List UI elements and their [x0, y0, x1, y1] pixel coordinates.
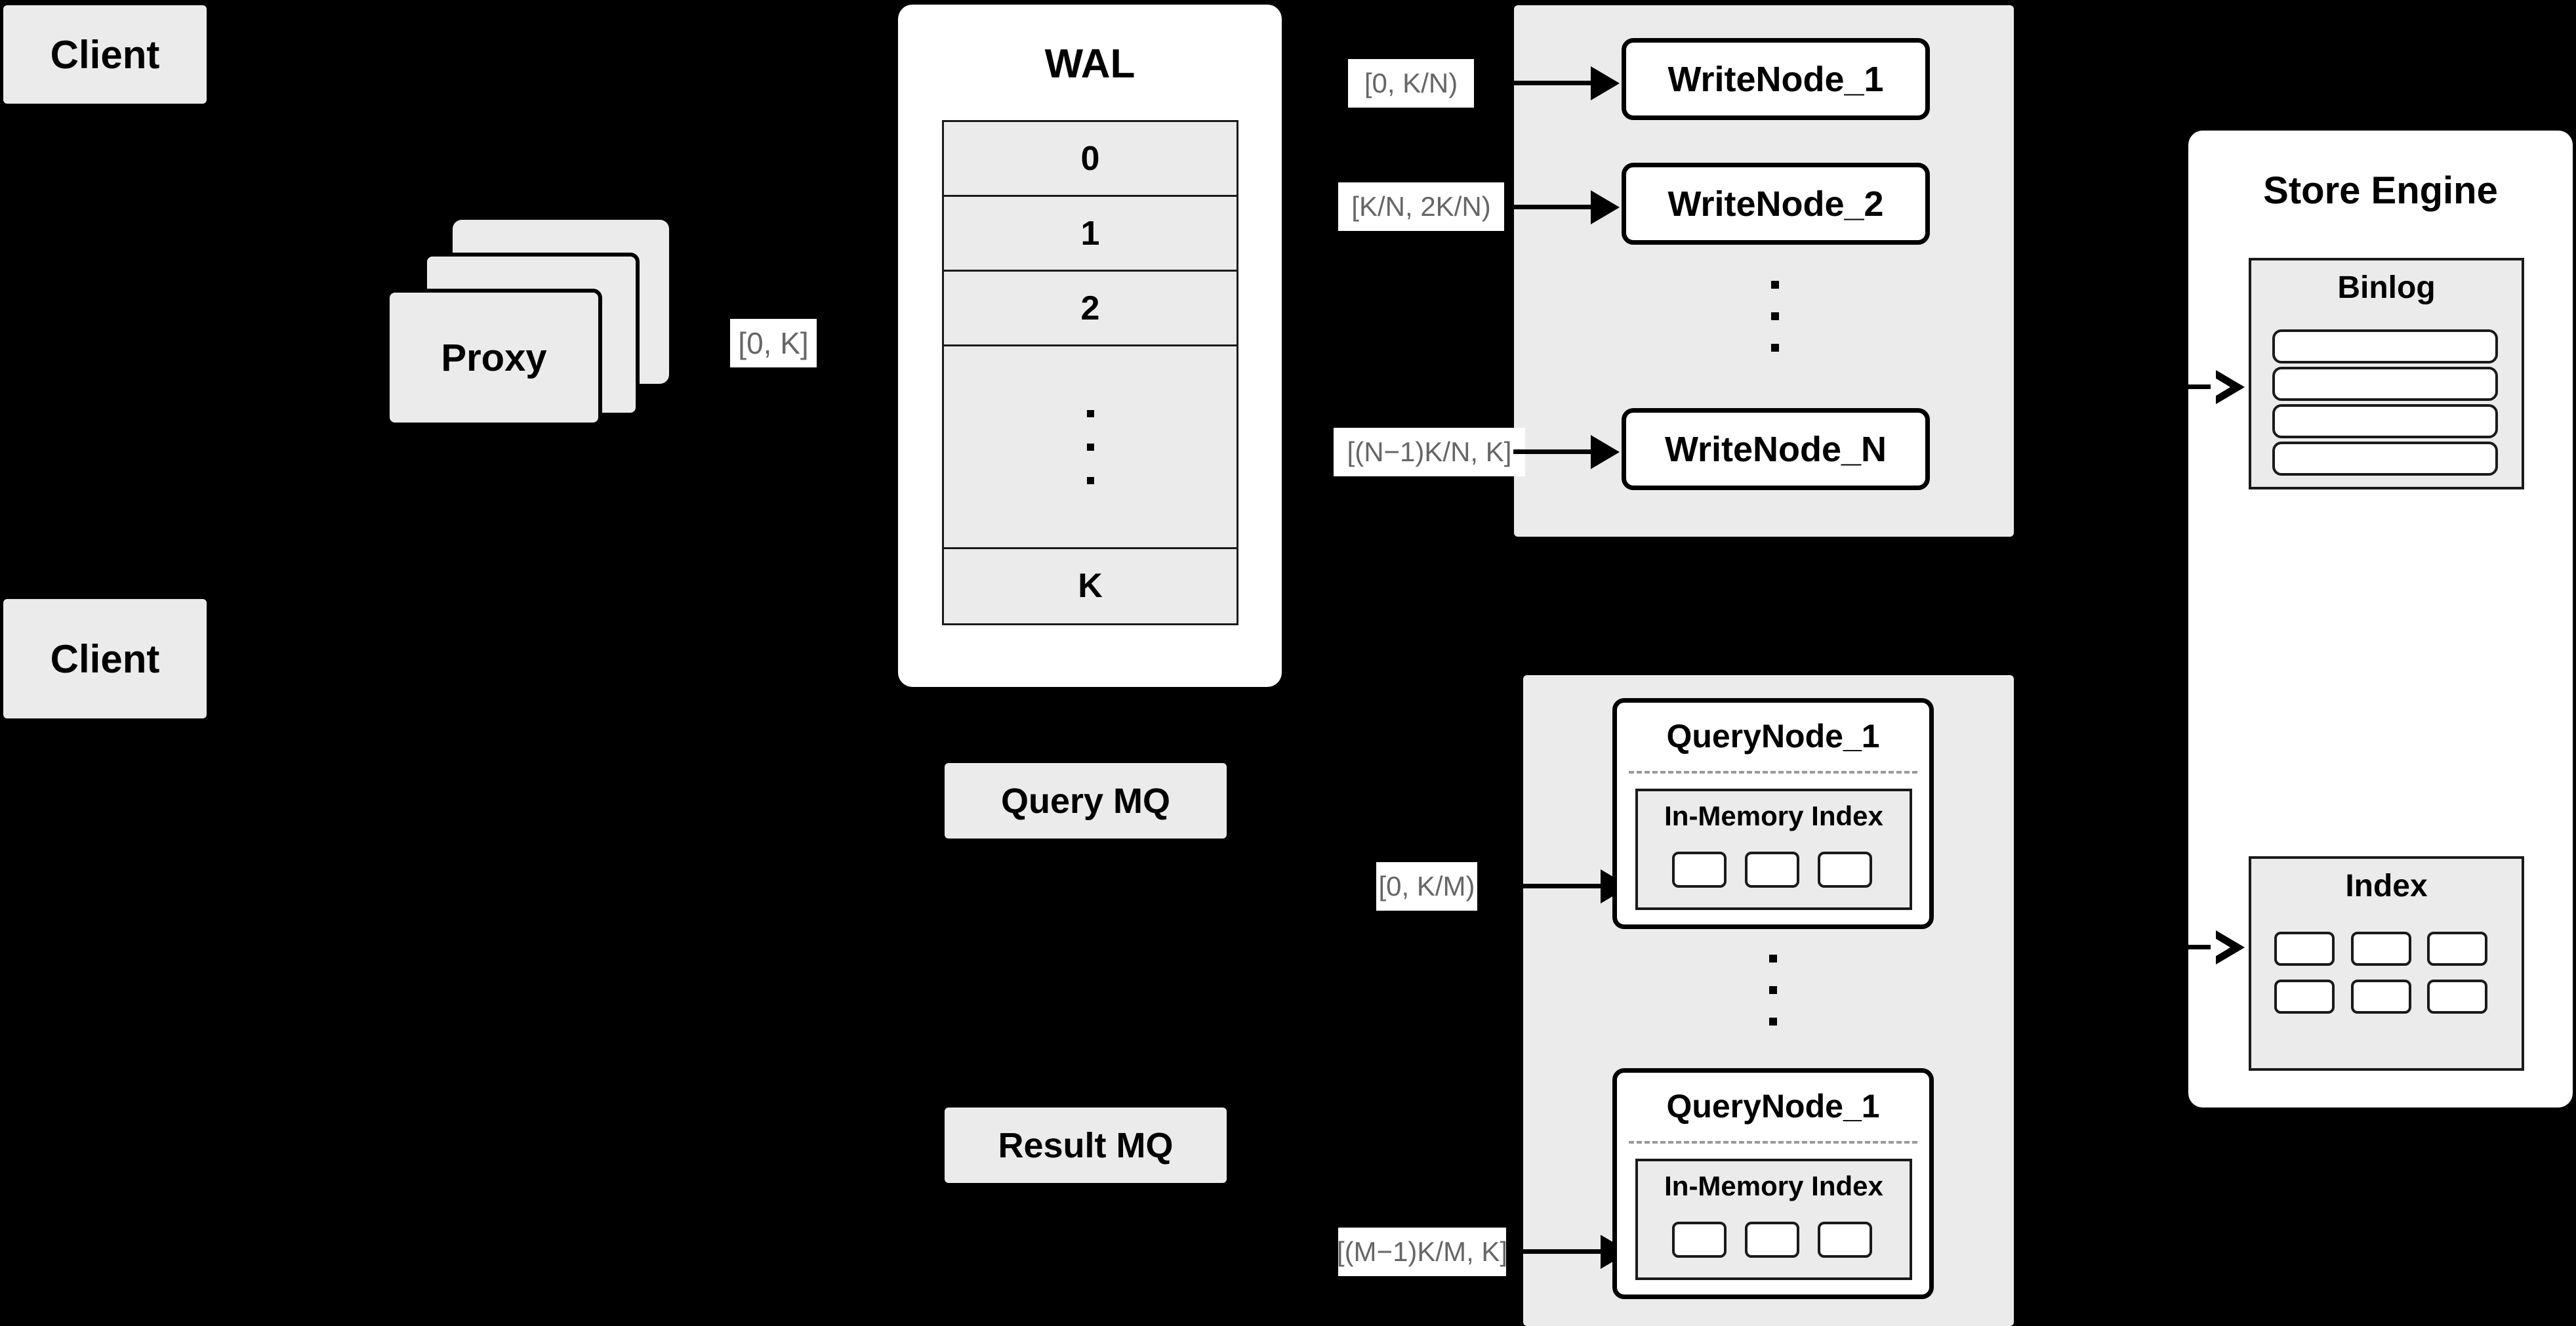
querynode-1-range-label: [0, K/M) — [1376, 862, 1477, 911]
index-segment[interactable] — [1818, 1222, 1872, 1258]
querynode-2-label: QueryNode_1 — [1666, 1088, 1880, 1125]
wal-row[interactable]: 1 — [944, 197, 1237, 272]
wal-title: WAL — [1044, 41, 1135, 87]
query-mq-node[interactable]: Query MQ — [945, 763, 1227, 839]
querynode-2-inmemory-index: In-Memory Index — [1635, 1159, 1912, 1280]
querynode-2-separator — [1629, 1141, 1917, 1144]
writenode-1[interactable]: WriteNode_1 — [1622, 38, 1930, 120]
index-cell[interactable] — [2351, 980, 2411, 1014]
client-node-1[interactable]: Client — [3, 5, 207, 104]
querynode-2-inmemory-index-title: In-Memory Index — [1664, 1171, 1883, 1201]
wal-row-ellipsis — [944, 346, 1237, 549]
binlog-entry[interactable] — [2272, 404, 2498, 438]
index-segment[interactable] — [1672, 852, 1727, 888]
binlog-entry[interactable] — [2272, 367, 2498, 401]
querynode-1-separator — [1629, 771, 1917, 774]
proxy-output-range-label: [0, K] — [730, 319, 817, 367]
querynode-1-label: QueryNode_1 — [1666, 718, 1880, 755]
querynode-2[interactable]: QueryNode_1 In-Memory Index — [1612, 1068, 1934, 1299]
querynode-1[interactable]: QueryNode_1 In-Memory Index — [1612, 698, 1934, 929]
wal-row[interactable]: 0 — [944, 122, 1237, 197]
writenode-n[interactable]: WriteNode_N — [1622, 408, 1930, 490]
client-node-2-label: Client — [50, 636, 160, 681]
binlog-container: Binlog — [2249, 258, 2524, 489]
index-title: Index — [2345, 869, 2428, 903]
client-node-2[interactable]: Client — [3, 599, 207, 718]
query-cluster-ellipsis — [1769, 955, 1777, 1026]
wal-table: 0 1 2 K — [942, 120, 1238, 625]
binlog-title: Binlog — [2337, 270, 2436, 305]
client-node-1-label: Client — [50, 32, 160, 77]
writenode-1-range-label: [0, K/N) — [1348, 59, 1474, 108]
index-cell[interactable] — [2351, 932, 2411, 966]
querynode-1-inmemory-index-title: In-Memory Index — [1664, 800, 1883, 831]
store-engine-title: Store Engine — [2263, 169, 2498, 212]
proxy-card-front[interactable]: Proxy — [386, 289, 602, 426]
binlog-entry[interactable] — [2272, 442, 2498, 476]
index-cell[interactable] — [2427, 980, 2487, 1014]
writenode-n-range-label: [(N−1)K/N, K] — [1334, 428, 1525, 476]
wal-row[interactable]: 2 — [944, 272, 1237, 347]
result-mq-node[interactable]: Result MQ — [945, 1108, 1227, 1183]
writenode-2-range-label: [K/N, 2K/N) — [1338, 182, 1504, 231]
index-cell[interactable] — [2274, 980, 2335, 1014]
index-cell[interactable] — [2274, 932, 2335, 966]
index-segment[interactable] — [1672, 1222, 1727, 1258]
writenode-2[interactable]: WriteNode_2 — [1622, 163, 1930, 245]
wal-row[interactable]: K — [1078, 567, 1103, 606]
proxy-label: Proxy — [441, 336, 547, 379]
index-cell[interactable] — [2427, 932, 2487, 966]
binlog-entry[interactable] — [2272, 329, 2498, 363]
index-segment[interactable] — [1745, 1222, 1799, 1258]
querynode-m-range-label: [(M−1)K/M, K] — [1337, 1228, 1507, 1276]
index-segment[interactable] — [1818, 852, 1872, 888]
index-segment[interactable] — [1745, 852, 1799, 888]
write-cluster-ellipsis — [1771, 281, 1779, 352]
index-container: Index — [2249, 856, 2524, 1071]
querynode-1-inmemory-index: In-Memory Index — [1635, 789, 1912, 910]
